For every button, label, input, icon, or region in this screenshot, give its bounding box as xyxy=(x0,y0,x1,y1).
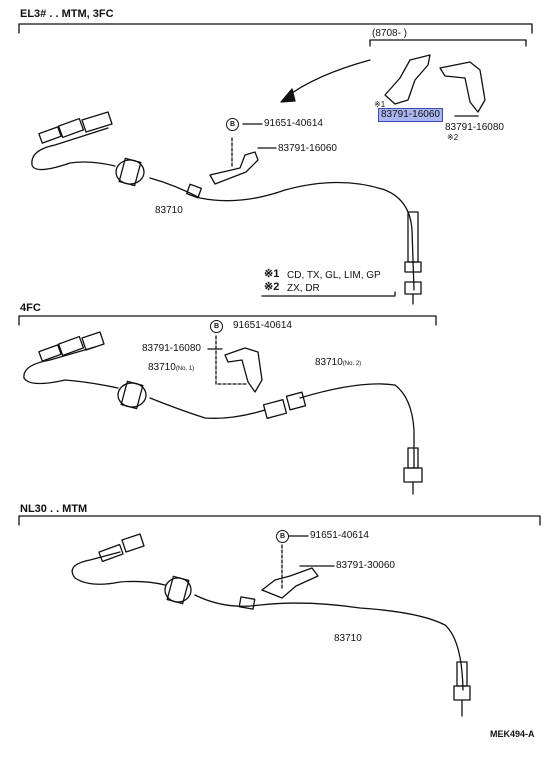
bolt-icon-s3: B xyxy=(276,530,289,543)
bolt-icon-s2: B xyxy=(210,320,223,333)
mark-2: ※2 xyxy=(447,133,459,142)
inset-bracket-1 xyxy=(384,54,431,105)
part-91651-40614-s3[interactable]: 91651-40614 xyxy=(310,530,369,541)
part-83710-no1-s2[interactable]: 83710(No. 1) xyxy=(148,362,194,375)
speedometer-cable-s2 xyxy=(23,331,423,495)
part-83791-16060-s1[interactable]: 83791-16060 xyxy=(278,143,337,154)
section1-header: EL3# . . MTM, 3FC xyxy=(20,8,114,20)
bolt-icon-s1: B xyxy=(226,118,239,131)
arrow-head xyxy=(280,88,296,103)
section1-bracket-line xyxy=(18,23,533,34)
part-83791-16060-inset[interactable]: 83791-16060 xyxy=(378,108,443,122)
part-83791-30060-s3[interactable]: 83791-30060 xyxy=(336,560,395,571)
section3-header: NL30 . . MTM xyxy=(20,503,88,515)
section3-bracket-line xyxy=(18,515,541,526)
part-83710-no2-number: 83710 xyxy=(315,357,343,368)
note-bracket-line xyxy=(261,291,396,297)
part-83710-no2-s2[interactable]: 83710(No. 2) xyxy=(315,357,361,370)
mark-1: ※1 xyxy=(374,100,386,109)
speedometer-cable-s3 xyxy=(71,533,471,717)
part-91651-40614-s1[interactable]: 91651-40614 xyxy=(264,118,323,129)
bracket-s2 xyxy=(215,335,263,393)
note1-text: CD, TX, GL, LIM, GP xyxy=(287,270,381,281)
bracket-s1 xyxy=(209,137,259,185)
section2-header: 4FC xyxy=(20,302,41,314)
section2-bracket-line xyxy=(18,315,437,326)
part-83710-s3[interactable]: 83710 xyxy=(334,633,362,644)
inset-bracket-line xyxy=(369,39,527,47)
part-91651-40614-s2[interactable]: 91651-40614 xyxy=(233,320,292,331)
part-83791-16080-inset[interactable]: 83791-16080 xyxy=(445,122,504,133)
inset-bracket-2 xyxy=(439,61,486,113)
part-83710-no1-sub: (No. 1) xyxy=(175,366,195,372)
bracket-s3 xyxy=(261,544,319,599)
inset-header: (8708- ) xyxy=(372,28,408,39)
part-83710-s1[interactable]: 83710 xyxy=(155,205,183,216)
part-83710-no2-sub: (No. 2) xyxy=(342,361,362,367)
note2-mark: ※2 xyxy=(264,281,280,293)
note1-mark: ※1 xyxy=(264,268,280,280)
speedometer-cable-s1 xyxy=(31,111,422,305)
part-83710-no1-number: 83710 xyxy=(148,362,176,373)
part-83791-16080-s2[interactable]: 83791-16080 xyxy=(142,343,201,354)
arrow-curve xyxy=(284,59,371,99)
diagram-code: MEK494-A xyxy=(490,729,535,739)
note2-text: ZX, DR xyxy=(287,283,320,294)
